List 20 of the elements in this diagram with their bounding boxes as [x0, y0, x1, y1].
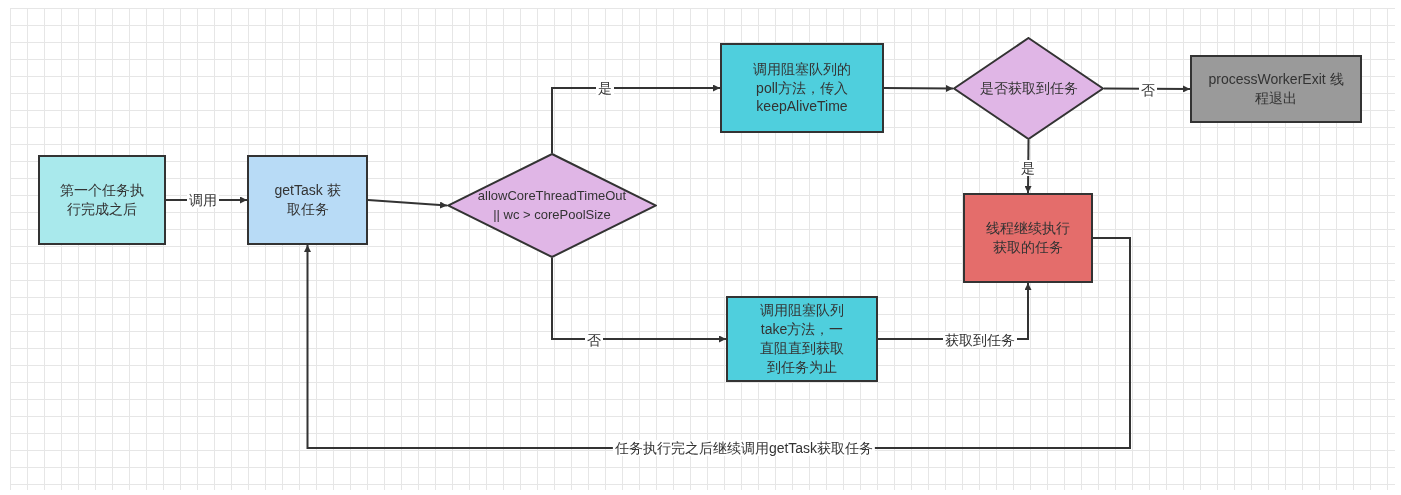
arrow — [551, 257, 727, 343]
edge-label: 是 — [596, 80, 614, 96]
process-box: 第一个任务执行完成之后 — [38, 155, 166, 245]
process-box: 线程继续执行获取的任务 — [963, 193, 1093, 283]
process-box: processWorkerExit 线程退出 — [1190, 55, 1362, 123]
decision-diamond: 是否获取到任务 — [953, 37, 1104, 140]
arrow — [1103, 85, 1191, 93]
process-box: getTask 获取任务 — [247, 155, 368, 245]
arrow — [883, 84, 954, 92]
arrow — [551, 84, 721, 154]
decision-diamond: allowCoreThreadTimeOut || wc > corePoolSize — [447, 153, 657, 258]
arrow — [367, 199, 448, 209]
edge-label: 获取到任务 — [943, 332, 1017, 348]
edge-label: 是 — [1019, 160, 1037, 176]
edge-label: 任务执行完之后继续调用getTask获取任务 — [612, 440, 876, 456]
process-box: 调用阻塞队列take方法，一直阻直到获取到任务为止 — [726, 296, 878, 382]
edge-label: 否 — [1139, 82, 1157, 98]
edge-label: 否 — [585, 332, 603, 348]
process-box: 调用阻塞队列的poll方法，传入keepAliveTime — [720, 43, 884, 133]
edge-label: 调用 — [187, 192, 219, 208]
